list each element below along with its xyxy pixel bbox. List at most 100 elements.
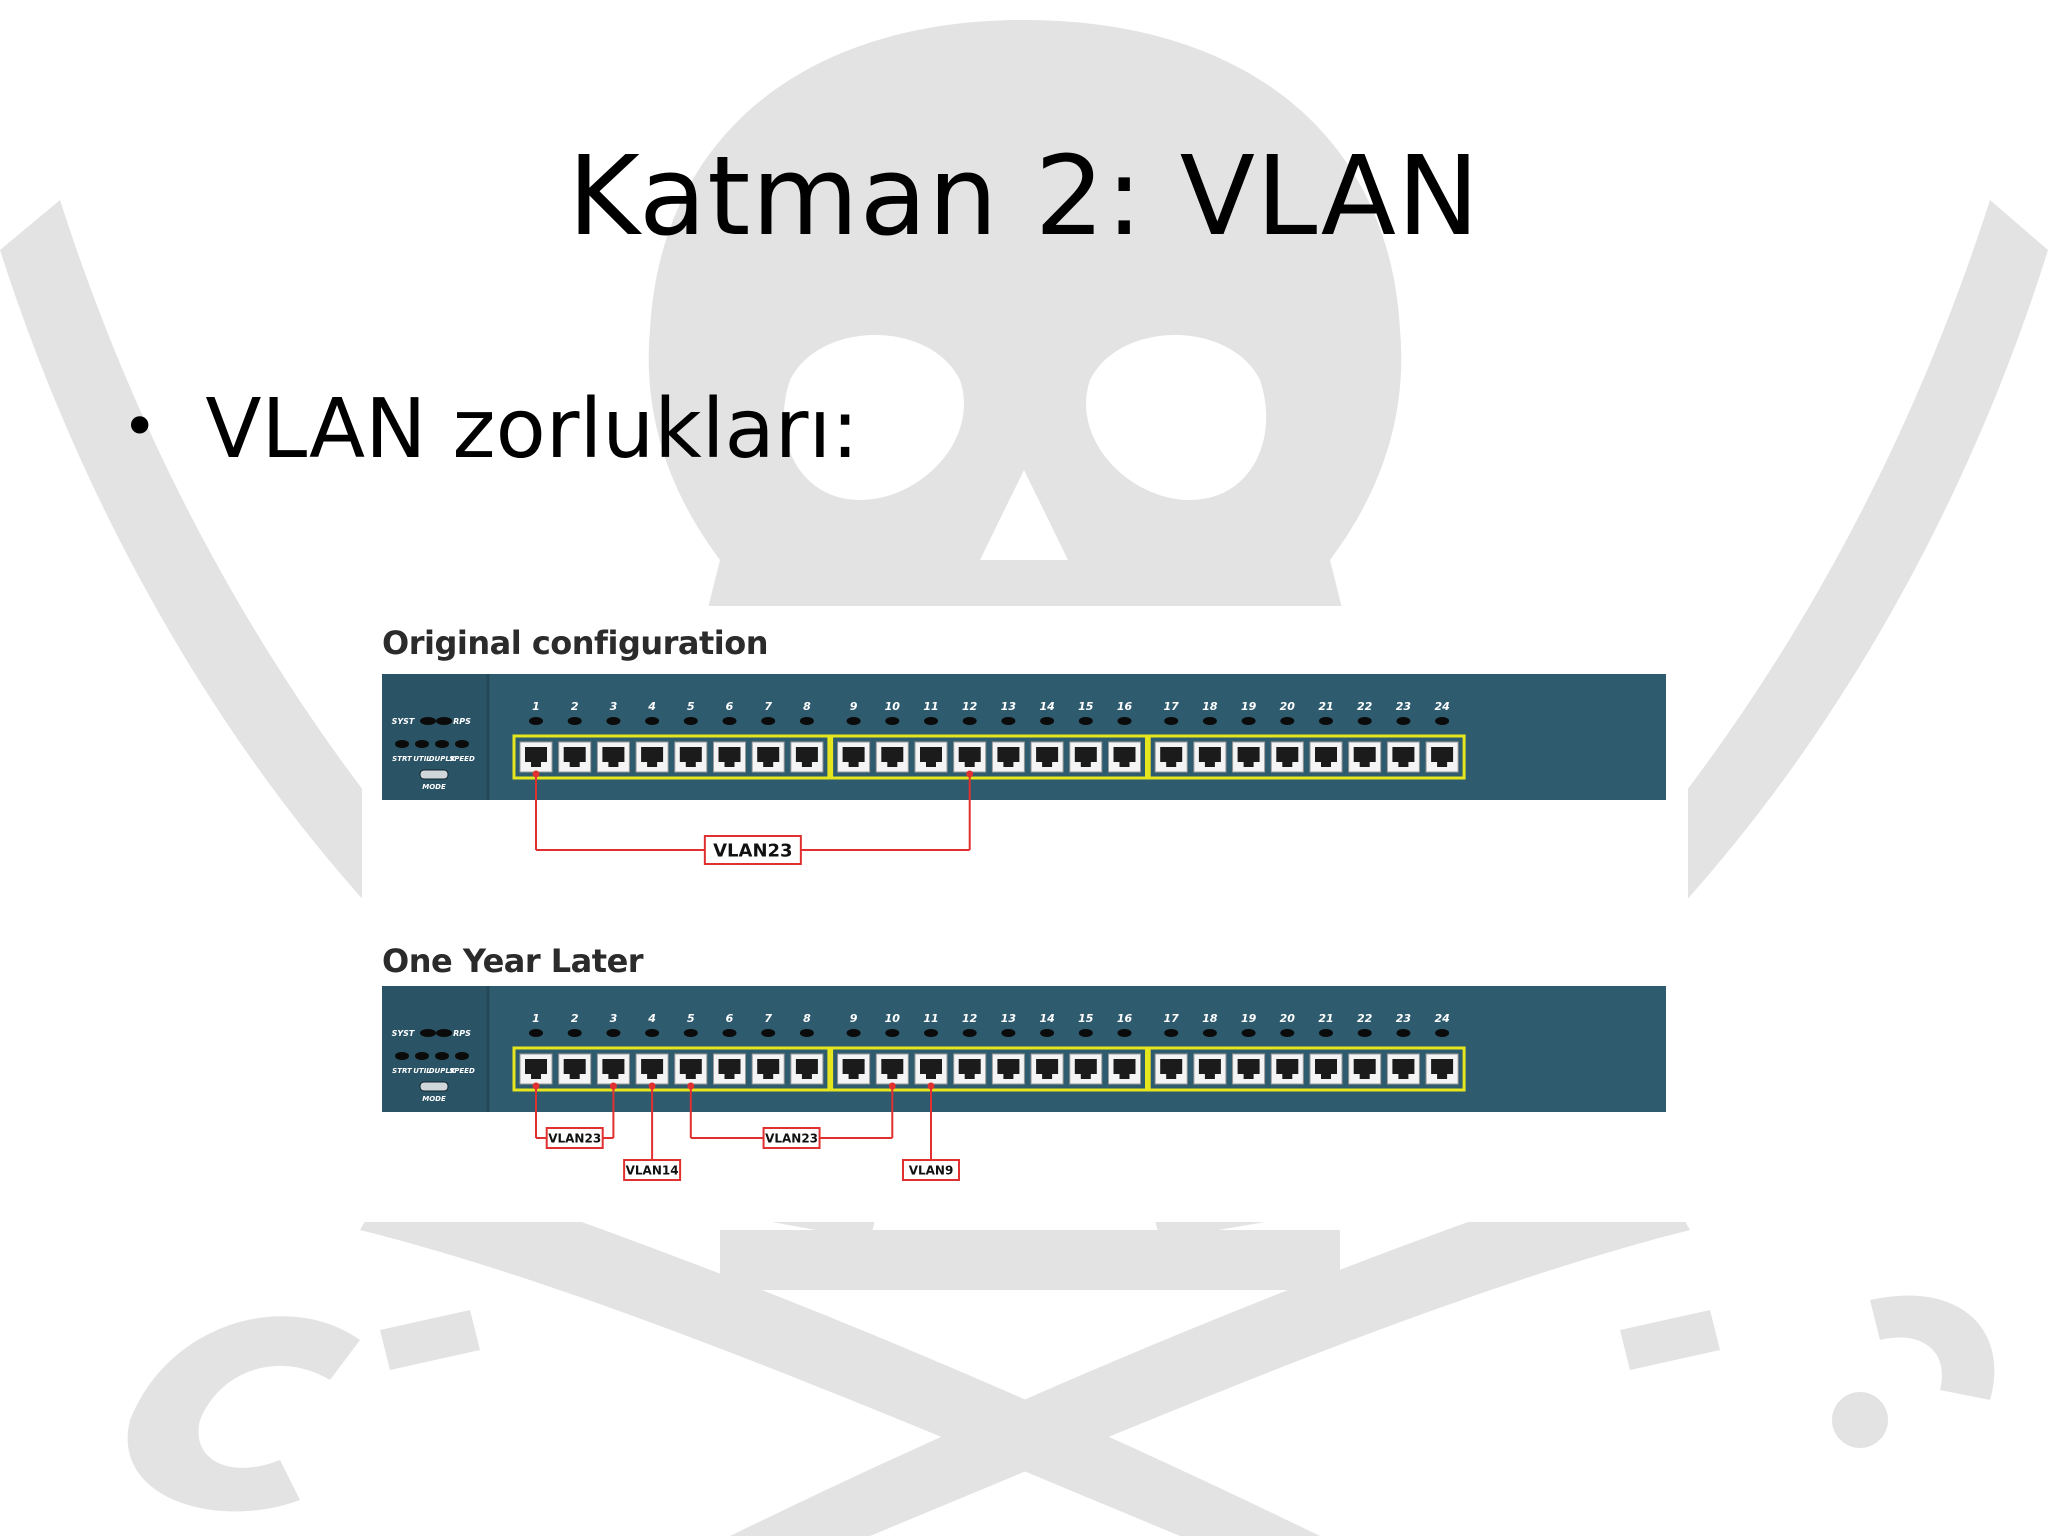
led-label-syst: SYST xyxy=(392,717,415,726)
port-led-18 xyxy=(1202,1029,1217,1037)
ethernet-port-jack-14 xyxy=(1036,747,1059,762)
port-led-22 xyxy=(1357,1029,1372,1037)
status-panel xyxy=(382,986,488,1112)
led-rps xyxy=(436,717,452,725)
port-led-7 xyxy=(761,717,776,725)
ethernet-port-clip-22 xyxy=(1359,1074,1370,1079)
port-number-23: 23 xyxy=(1396,700,1412,713)
ethernet-port-clip-4 xyxy=(647,1074,658,1079)
port-led-22 xyxy=(1357,717,1372,725)
port-led-14 xyxy=(1040,1029,1055,1037)
ethernet-port-clip-14 xyxy=(1042,762,1053,767)
port-led-16 xyxy=(1117,717,1132,725)
led-label-speed: SPEED xyxy=(449,755,475,763)
port-group-outline xyxy=(1147,734,1466,780)
port-number-5: 5 xyxy=(687,1012,695,1025)
ethernet-port-clip-11 xyxy=(926,762,936,767)
led-strt xyxy=(395,740,409,748)
ethernet-port-clip-2 xyxy=(569,762,580,767)
ethernet-port-jack-4 xyxy=(641,747,664,762)
ethernet-port-jack-14 xyxy=(1036,1059,1059,1074)
port-number-2: 2 xyxy=(571,700,579,713)
led-speed xyxy=(455,1052,469,1060)
ethernet-port-clip-13 xyxy=(1003,762,1014,767)
ethernet-port-clip-12 xyxy=(964,762,975,767)
ethernet-port-jack-19 xyxy=(1237,1059,1260,1074)
led-label-rps: RPS xyxy=(453,1029,471,1038)
port-led-13 xyxy=(1001,717,1016,725)
port-number-8: 8 xyxy=(803,1012,811,1025)
ethernet-port-clip-17 xyxy=(1166,762,1177,767)
led-label-duplx: DUPLX xyxy=(429,755,456,763)
port-number-1: 1 xyxy=(532,1012,540,1025)
ethernet-port-jack-12 xyxy=(958,747,981,762)
ethernet-port-clip-6 xyxy=(724,1074,735,1079)
ethernet-port-clip-21 xyxy=(1321,762,1331,767)
port-number-6: 6 xyxy=(726,1012,734,1025)
led-label-strt: STRT xyxy=(392,1067,413,1075)
ethernet-port-clip-3 xyxy=(608,1074,619,1079)
port-led-18 xyxy=(1202,717,1217,725)
ethernet-port-clip-1 xyxy=(531,762,541,767)
port-led-12 xyxy=(962,717,977,725)
vlan-label-box xyxy=(623,1159,682,1181)
port-group-outline xyxy=(512,1046,831,1092)
port-led-9 xyxy=(846,717,861,725)
ethernet-port-jack-24 xyxy=(1431,747,1454,762)
ethernet-port-clip-6 xyxy=(724,762,735,767)
port-led-23 xyxy=(1396,717,1411,725)
led-label-duplx: DUPLX xyxy=(429,1067,456,1075)
ethernet-port-jack-19 xyxy=(1237,747,1260,762)
port-led-5 xyxy=(683,1029,698,1037)
ethernet-port-clip-19 xyxy=(1243,1074,1254,1079)
ethernet-port-clip-24 xyxy=(1437,762,1448,767)
ethernet-port-jack-22 xyxy=(1353,747,1376,762)
port-led-6 xyxy=(722,717,737,725)
ethernet-port-clip-22 xyxy=(1359,762,1370,767)
port-number-8: 8 xyxy=(803,700,811,713)
port-number-9: 9 xyxy=(850,1012,858,1025)
led-speed xyxy=(455,740,469,748)
led-duplx xyxy=(435,740,449,748)
port-number-23: 23 xyxy=(1396,1012,1412,1025)
ethernet-port-clip-23 xyxy=(1398,1074,1409,1079)
port-number-20: 20 xyxy=(1280,700,1296,713)
vlan-label: VLAN9 xyxy=(909,1163,954,1177)
ethernet-port-jack-8 xyxy=(795,1059,818,1074)
ethernet-port-jack-6 xyxy=(718,747,741,762)
port-number-4: 4 xyxy=(647,1012,656,1025)
port-number-9: 9 xyxy=(850,700,858,713)
vlan-label: VLAN23 xyxy=(713,840,792,861)
ethernet-port-clip-3 xyxy=(608,762,619,767)
ethernet-port-jack-10 xyxy=(881,747,904,762)
port-led-8 xyxy=(799,1029,814,1037)
ethernet-port-jack-23 xyxy=(1392,1059,1415,1074)
ethernet-port-clip-5 xyxy=(685,1074,696,1079)
vlan-label-box xyxy=(545,1127,604,1149)
led-rps xyxy=(436,1029,452,1037)
ethernet-port-clip-20 xyxy=(1282,1074,1293,1079)
ethernet-port-jack-17 xyxy=(1160,1059,1183,1074)
panel-heading-original: Original configuration xyxy=(382,624,769,662)
ethernet-port-clip-16 xyxy=(1119,1074,1130,1079)
port-led-1 xyxy=(529,717,543,725)
port-number-18: 18 xyxy=(1202,700,1218,713)
vlan-label-box xyxy=(902,1159,960,1181)
panel-heading-later: One Year Later xyxy=(382,942,644,980)
ethernet-port-clip-5 xyxy=(685,762,696,767)
port-led-15 xyxy=(1078,717,1093,725)
mode-button xyxy=(419,1081,449,1092)
ethernet-port-clip-9 xyxy=(848,762,859,767)
port-led-12 xyxy=(962,1029,977,1037)
mode-label: MODE xyxy=(422,783,446,791)
port-group-outline xyxy=(1147,1046,1466,1092)
port-number-11: 11 xyxy=(923,1012,938,1025)
port-led-9 xyxy=(846,1029,861,1037)
port-number-24: 24 xyxy=(1434,1012,1449,1025)
ethernet-port-clip-11 xyxy=(926,1074,936,1079)
port-number-16: 16 xyxy=(1117,1012,1133,1025)
led-label-strt: STRT xyxy=(392,755,413,763)
ethernet-port-clip-8 xyxy=(801,762,812,767)
led-syst xyxy=(420,1029,436,1037)
ethernet-port-clip-1 xyxy=(531,1074,541,1079)
